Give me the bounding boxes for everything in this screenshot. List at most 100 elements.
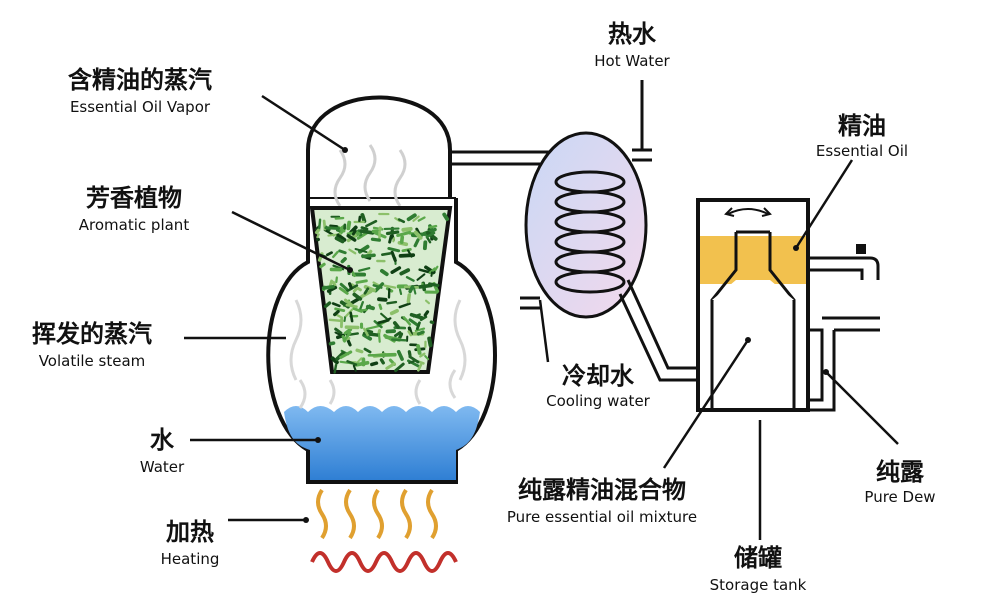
label-vapor-zh: 含精油的蒸汽 (68, 66, 212, 94)
leaf (335, 276, 338, 284)
label-steam: 挥发的蒸汽 Volatile steam (32, 320, 152, 370)
leaf (399, 268, 411, 276)
leaf (377, 297, 388, 302)
leaf (398, 302, 411, 309)
leaf (360, 226, 369, 231)
leaf (339, 282, 349, 291)
leaf (408, 285, 415, 294)
label-tank-zh: 储罐 (734, 544, 782, 572)
leaf (412, 215, 420, 222)
leaf (392, 237, 396, 243)
leaf (314, 228, 321, 235)
volatile-steam (289, 299, 467, 409)
leaf (413, 230, 423, 240)
leader-lines (184, 80, 899, 540)
leaf (331, 302, 341, 308)
leaf (345, 308, 354, 318)
leaf (389, 308, 399, 316)
label-steam-en: Volatile steam (39, 352, 146, 370)
label-plant-en: Aromatic plant (79, 216, 190, 234)
leaf (399, 235, 405, 244)
label-oil-en: Essential Oil (816, 142, 908, 160)
leaf (356, 231, 369, 240)
leaf (365, 324, 381, 331)
leaf (394, 362, 405, 373)
leaf (334, 327, 343, 335)
vapor-wisps (333, 144, 407, 207)
label-dew-en: Pure Dew (864, 488, 935, 506)
leaf (351, 229, 357, 236)
leaf (401, 247, 412, 253)
leaf (340, 257, 347, 264)
leaf (346, 360, 358, 366)
leaf (386, 300, 398, 305)
leaf (326, 251, 333, 257)
leaf (381, 252, 392, 256)
leaf (413, 238, 420, 248)
leaf (352, 286, 359, 293)
leaf (346, 338, 352, 347)
leaf (354, 248, 368, 254)
leaf (408, 318, 420, 328)
leaf (334, 331, 341, 336)
leaf (358, 300, 365, 311)
leaf (417, 216, 426, 222)
leaf (397, 332, 404, 341)
leaf (343, 315, 347, 322)
leaf (405, 276, 415, 282)
leaf (333, 363, 338, 374)
leaf (349, 311, 354, 323)
leaf (372, 281, 381, 287)
label-heating-en: Heating (161, 550, 220, 568)
label-cooling: 冷却水 Cooling water (546, 362, 651, 410)
leaf (408, 355, 420, 364)
leaf (407, 330, 413, 337)
leaf (352, 292, 363, 301)
leaf (416, 273, 426, 281)
leaf (372, 284, 383, 289)
leaf (346, 234, 357, 242)
label-water-zh: 水 (150, 426, 175, 454)
separator-tank (696, 198, 880, 412)
label-vapor: 含精油的蒸汽 Essential Oil Vapor (68, 66, 212, 116)
leaf (388, 234, 393, 244)
leaf (328, 318, 344, 323)
leaf (390, 266, 402, 274)
leaf (413, 287, 417, 295)
leaf (316, 233, 320, 239)
leaf (362, 333, 373, 341)
leaf (408, 360, 415, 365)
leaf (409, 312, 424, 320)
label-oil-zh: 精油 (838, 112, 886, 140)
leaf (363, 327, 369, 337)
leaf (407, 249, 413, 258)
leaf (324, 226, 341, 230)
label-hotwater-en: Hot Water (594, 52, 670, 70)
leaf (349, 225, 358, 234)
leaf (329, 224, 339, 228)
leaf (417, 283, 433, 289)
label-vapor-en: Essential Oil Vapor (70, 98, 211, 116)
aromatic-plant-leaves (314, 212, 450, 374)
leaf (379, 358, 385, 365)
label-mixture-en: Pure essential oil mixture (507, 508, 697, 526)
leaf (343, 327, 353, 336)
leaf (422, 227, 437, 236)
leaf (334, 307, 346, 313)
leaf (334, 236, 345, 244)
leaf (358, 267, 371, 272)
label-steam-zh: 挥发的蒸汽 (32, 320, 152, 348)
leaf (416, 344, 422, 355)
leaf (430, 271, 433, 277)
leaf (370, 237, 382, 242)
leaf (321, 284, 335, 290)
label-dew: 纯露 Pure Dew (864, 458, 935, 506)
leaf (352, 307, 363, 313)
leaf (425, 236, 432, 244)
leaf (424, 355, 430, 361)
leaf (323, 301, 332, 309)
leaf (318, 218, 322, 230)
leaf (370, 361, 379, 367)
label-water-en: Water (140, 458, 185, 476)
